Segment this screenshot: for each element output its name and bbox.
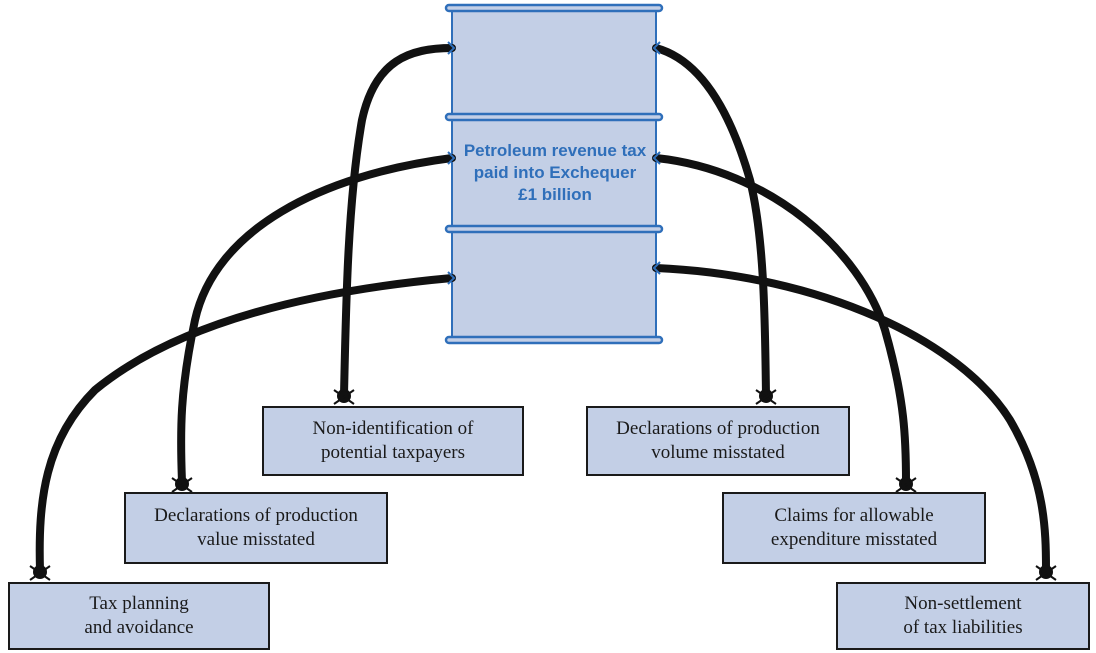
box-non-identification: Non-identification of potential taxpayer…: [262, 406, 524, 476]
barrel-rim-lower: [444, 224, 664, 234]
splash-declarations-value: [171, 477, 193, 493]
splash-declarations-volume: [755, 389, 777, 405]
oil-barrel: [444, 3, 664, 345]
barrel-label: Petroleum revenue tax paid into Excheque…: [463, 141, 647, 205]
leak-stream-declarations-value: [177, 154, 456, 486]
splash-tax-planning: [29, 565, 51, 581]
box-declarations-volume: Declarations of production volume missta…: [586, 406, 850, 476]
leak-stream-tax-planning: [35, 274, 456, 574]
barrel-body: [451, 7, 657, 341]
box-claims-expenditure: Claims for allowable expenditure misstat…: [722, 492, 986, 564]
barrel-rim-top: [444, 3, 664, 13]
barrel-hole-marks: [447, 41, 661, 285]
leak-stream-declarations-volume: [652, 44, 770, 399]
box-declarations-value: Declarations of production value misstat…: [124, 492, 388, 564]
box-tax-planning: Tax planning and avoidance: [8, 582, 270, 650]
leak-stream-non-identification: [340, 44, 456, 399]
leak-stream-non-settlement: [652, 264, 1050, 574]
barrel-rim-upper: [444, 112, 664, 122]
splash-claims-expenditure: [895, 477, 917, 493]
barrel-rim-bottom: [444, 335, 664, 345]
box-non-settlement: Non-settlement of tax liabilities: [836, 582, 1090, 650]
splash-non-settlement: [1035, 565, 1057, 581]
splash-non-identification: [333, 389, 355, 405]
leak-stream-claims-expenditure: [652, 154, 910, 486]
